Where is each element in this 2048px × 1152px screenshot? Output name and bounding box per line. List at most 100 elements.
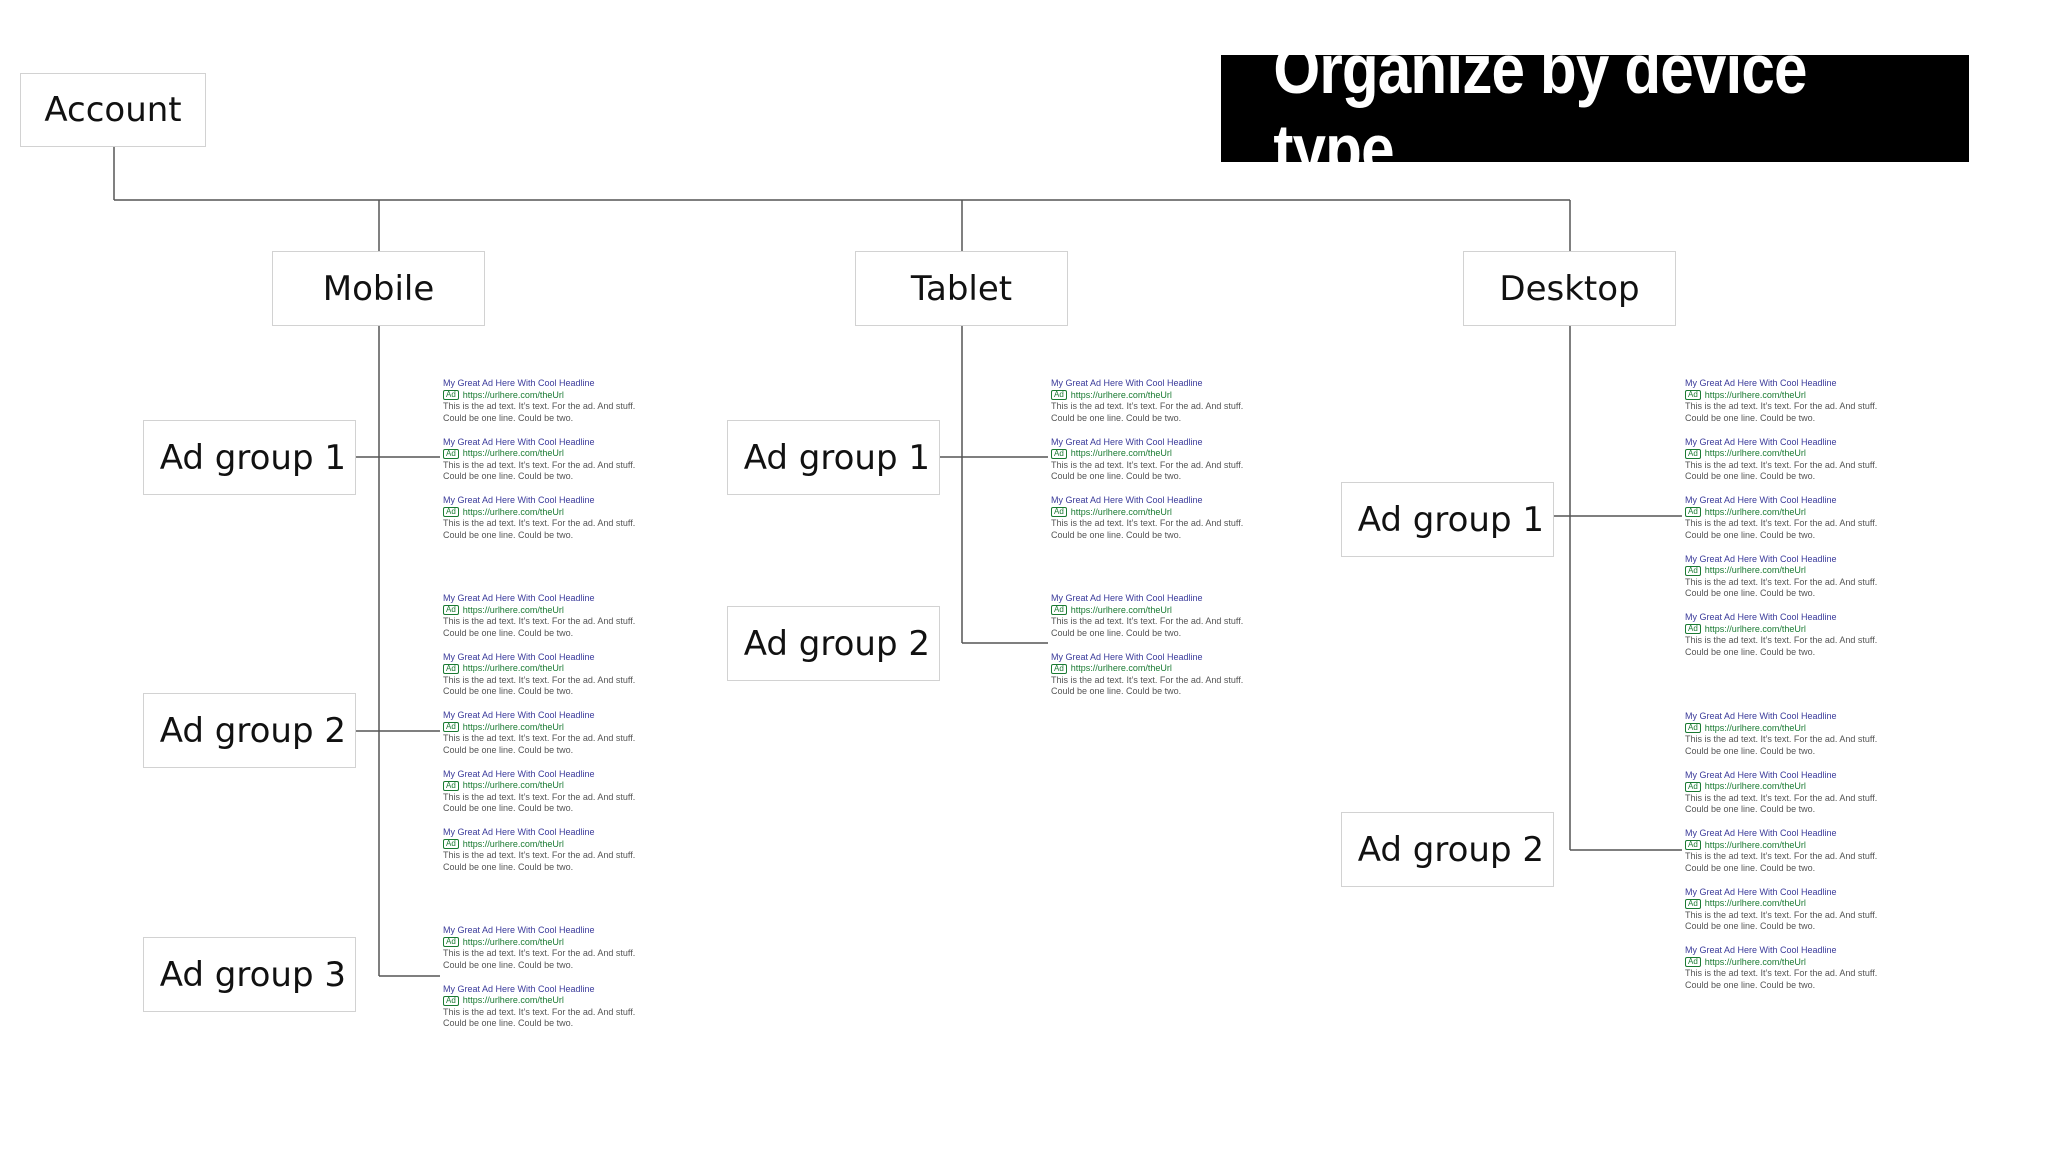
ad-text-line2: Could be one line. Could be two. [1685, 862, 1816, 873]
ad-text-line2: Could be one line. Could be two. [443, 627, 574, 638]
ad-badge: Ad [443, 995, 459, 1006]
ad-headline: My Great Ad Here With Cool Headline [1685, 828, 1837, 838]
ad-text-line2: Could be one line. Could be two. [443, 1018, 574, 1028]
ad-headline: My Great Ad Here With Cool Headline [443, 827, 595, 837]
ad-badge: Ad [1685, 390, 1701, 401]
ad-text-line1: This is the ad text. It’s text. For the … [1685, 792, 1878, 803]
ad-text-line2: Could be one line. Could be two. [1685, 646, 1816, 657]
ad-url: https://urlhere.com/theUrl [462, 838, 564, 849]
ad-text-line1: This is the ad text. It’s text. For the … [443, 616, 636, 626]
ad-text-line2: Could be one line. Could be two. [1051, 627, 1182, 638]
ad-text-line2: Could be one line. Could be two. [1051, 412, 1182, 423]
ad-text-line1: This is the ad text. It’s text. For the … [1051, 674, 1244, 685]
ad-url: https://urlhere.com/theUrl [462, 389, 564, 400]
ad-url: https://urlhere.com/theUrl [1704, 839, 1806, 850]
ad-text-line1: This is the ad text. It’s text. For the … [443, 459, 636, 470]
ad-text-line2: Could be one line. Could be two. [1685, 471, 1816, 481]
ad-url: https://urlhere.com/theUrl [1704, 389, 1806, 400]
ad-group-label: Ad group 2 [159, 710, 346, 751]
ad-group-node-desktop-2: Ad group 2 [1341, 812, 1554, 887]
ad-url: https://urlhere.com/theUrl [1704, 722, 1806, 733]
ad-headline: My Great Ad Here With Cool Headline [1685, 711, 1837, 721]
ad-badge: Ad [443, 780, 459, 791]
ad-url: https://urlhere.com/theUrl [1070, 506, 1172, 517]
ad-url: https://urlhere.com/theUrl [1704, 448, 1806, 458]
ad-text-line2: Could be one line. Could be two. [1685, 412, 1816, 423]
ad-badge: Ad [1685, 723, 1701, 734]
ad-url: https://urlhere.com/theUrl [1704, 898, 1806, 908]
ad-url: https://urlhere.com/theUrl [1070, 389, 1172, 400]
ad-url: https://urlhere.com/theUrl [1070, 448, 1172, 458]
ad-headline: My Great Ad Here With Cool Headline [1685, 886, 1837, 897]
ad-text-line2: Could be one line. Could be two. [443, 803, 574, 813]
ad-headline: My Great Ad Here With Cool Headline [443, 593, 595, 603]
ad-url: https://urlhere.com/theUrl [1070, 663, 1172, 673]
ad-text-line1: This is the ad text. It’s text. For the … [1685, 968, 1878, 978]
ad-badge: Ad [1685, 565, 1701, 576]
ad-headline: My Great Ad Here With Cool Headline [1051, 495, 1203, 505]
ad-badge: Ad [1051, 448, 1067, 459]
ad-text-line2: Could be one line. Could be two. [443, 744, 574, 755]
ad-text-line1: This is the ad text. It’s text. For the … [443, 674, 636, 685]
ad-headline: My Great Ad Here With Cool Headline [443, 495, 595, 505]
ad-group-node-mobile-1: Ad group 1 [143, 420, 356, 495]
ad-badge: Ad [443, 390, 459, 401]
ad-badge: Ad [443, 507, 459, 518]
ad-badge: Ad [1051, 605, 1067, 616]
ad-group-label: Ad group 2 [1357, 829, 1544, 870]
ad-url: https://urlhere.com/theUrl [462, 604, 564, 615]
ad-url: https://urlhere.com/theUrl [1070, 604, 1172, 615]
ad-url: https://urlhere.com/theUrl [462, 995, 564, 1005]
ad-text-line2: Could be one line. Could be two. [1051, 529, 1182, 540]
ad-badge: Ad [1051, 507, 1067, 518]
ad-text-line2: Could be one line. Could be two. [1685, 745, 1816, 756]
ad-headline: My Great Ad Here With Cool Headline [443, 925, 595, 935]
ad-text-line1: This is the ad text. It’s text. For the … [1051, 459, 1244, 470]
ad-text-line1: This is the ad text. It’s text. For the … [1685, 459, 1878, 470]
ad-badge: Ad [443, 448, 459, 459]
account-label: Account [44, 90, 182, 130]
device-node-desktop: Desktop [1463, 251, 1676, 326]
ad-text-line1: This is the ad text. It’s text. For the … [443, 791, 636, 802]
ad-badge: Ad [1685, 507, 1701, 518]
ad-headline: My Great Ad Here With Cool Headline [1685, 769, 1837, 780]
ad-headline: My Great Ad Here With Cool Headline [1685, 436, 1837, 447]
device-node-mobile: Mobile [272, 251, 485, 326]
ad-group-node-mobile-2: Ad group 2 [143, 693, 356, 768]
ad-headline: My Great Ad Here With Cool Headline [1685, 612, 1837, 622]
ad-group-node-tablet-1: Ad group 1 [727, 420, 940, 495]
ad-headline: My Great Ad Here With Cool Headline [1051, 651, 1203, 662]
ad-group-label: Ad group 3 [159, 954, 346, 995]
ad-text-line1: This is the ad text. It’s text. For the … [1685, 851, 1878, 861]
ad-headline: My Great Ad Here With Cool Headline [1685, 945, 1837, 955]
ad-url: https://urlhere.com/theUrl [462, 780, 564, 790]
ad-badge: Ad [1685, 448, 1701, 459]
ad-url: https://urlhere.com/theUrl [462, 721, 564, 732]
ad-headline: My Great Ad Here With Cool Headline [1685, 495, 1837, 505]
ad-group-label: Ad group 1 [743, 437, 930, 478]
